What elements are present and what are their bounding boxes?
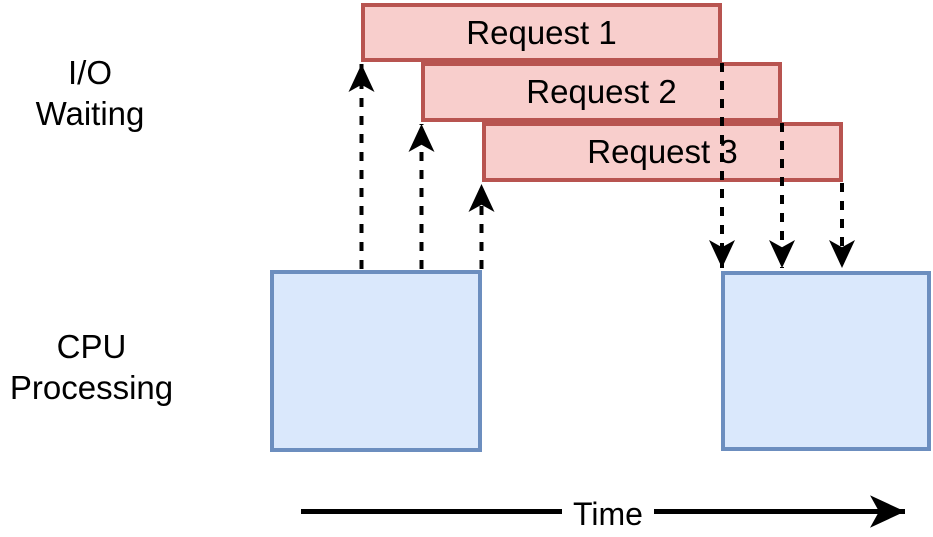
request-3-label: Request 3 xyxy=(587,133,738,170)
request-2-bar xyxy=(421,62,782,122)
request-1-bar xyxy=(361,3,722,62)
cpu-processing-label: CPU Processing xyxy=(9,328,174,406)
io-waiting-label: I/O Waiting xyxy=(35,54,145,132)
cpu-burst-block-1 xyxy=(270,270,482,452)
time-axis-label: Time xyxy=(562,495,654,533)
cpu-burst-block-2 xyxy=(721,271,931,451)
request-3-bar xyxy=(482,122,843,182)
request-2-label: Request 2 xyxy=(526,73,677,110)
request-1-label: Request 1 xyxy=(466,13,617,51)
